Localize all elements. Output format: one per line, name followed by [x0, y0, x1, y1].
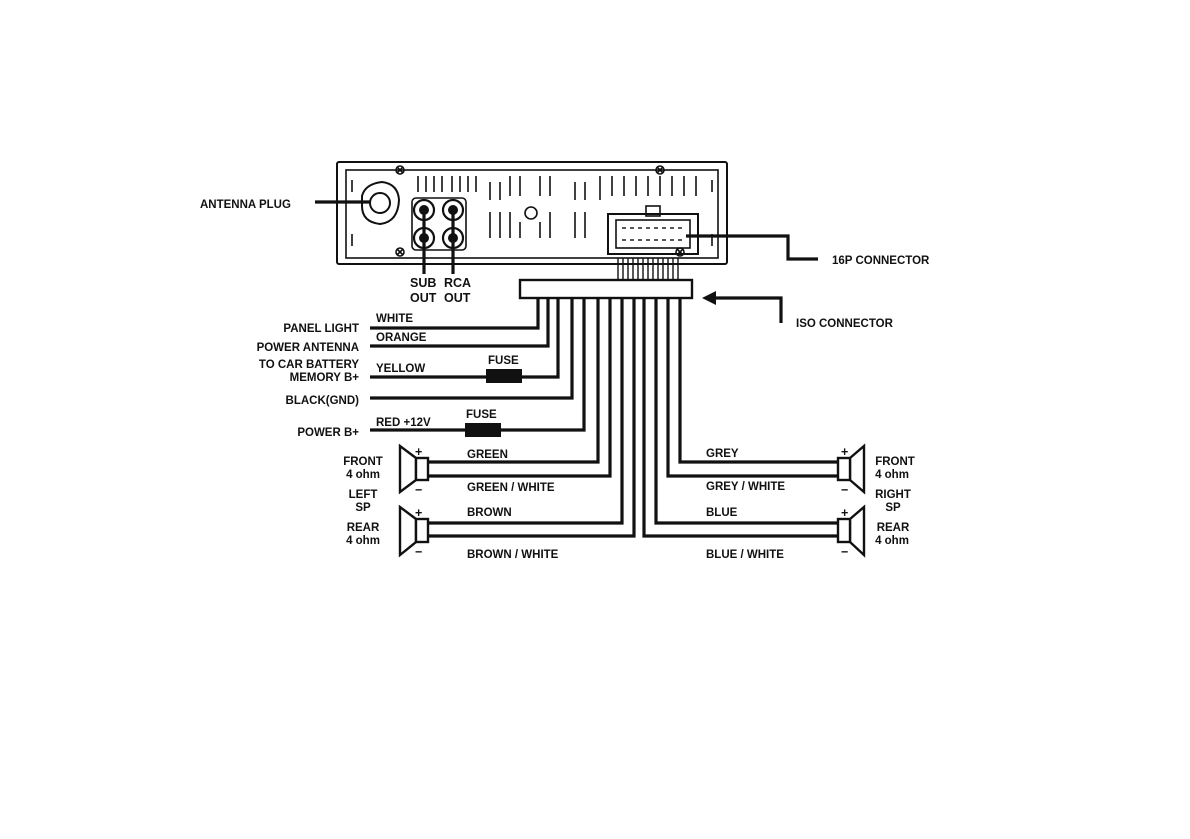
label-right-sp-2: SP [885, 502, 901, 514]
rca-jack-frame [411, 197, 467, 251]
speaker-magnet [836, 517, 852, 544]
wire-red [370, 298, 586, 432]
wire-label-brown-white: BROWN / WHITE [467, 549, 559, 561]
sub-out-label-bottom: OUT [410, 291, 437, 305]
label-rear-left-ohm: 4 ohm [346, 535, 380, 547]
wire-label-brown: BROWN [467, 507, 512, 519]
plus-icon: + [841, 506, 848, 520]
label-front-left-ohm: 4 ohm [346, 469, 380, 481]
wire-label-green-white: GREEN / WHITE [467, 482, 555, 494]
label-power-b: POWER B+ [297, 427, 359, 439]
rca-jack-pin [419, 205, 429, 215]
fuse-label-red: FUSE [466, 409, 497, 421]
wire-label-grey: GREY [706, 448, 739, 460]
16p-connector-leader [686, 234, 818, 261]
label-black-gnd: BLACK(GND) [286, 395, 360, 407]
sub-out-label-top: SUB [410, 276, 436, 290]
wire-label-white: WHITE [376, 313, 413, 325]
fuse-red [465, 423, 501, 437]
label-right-sp: RIGHT [875, 489, 911, 501]
wire-label-blue-white: BLUE / WHITE [706, 549, 784, 561]
speaker-magnet [414, 517, 430, 544]
wire-label-blue: BLUE [706, 507, 738, 519]
16p-socket-outer [607, 213, 699, 255]
rca-jack-pin [448, 205, 458, 215]
head-unit [336, 161, 728, 265]
speaker-magnet [414, 456, 430, 482]
speaker-icon [836, 504, 866, 558]
label-memory-b: MEMORY B+ [290, 372, 360, 384]
speaker-icon [836, 443, 866, 495]
head-unit-panel [345, 169, 719, 259]
minus-icon: − [415, 545, 422, 559]
wire-label-red: RED +12V [376, 417, 431, 429]
wire-brown [428, 298, 624, 525]
antenna-plug-label: ANTENNA PLUG [200, 199, 291, 211]
speaker-icon [398, 504, 430, 558]
label-front-right-ohm: 4 ohm [875, 469, 909, 481]
label-power-antenna: POWER ANTENNA [257, 342, 359, 354]
speaker-cone [398, 504, 418, 558]
wire-orange [370, 298, 550, 348]
wire-blue [654, 298, 840, 525]
plus-icon: + [415, 445, 422, 459]
speaker-magnet [836, 456, 852, 482]
label-panel-light: PANEL LIGHT [283, 323, 359, 335]
speaker-cone [398, 443, 418, 495]
label-rear-right: REAR [877, 522, 910, 534]
antenna-socket-housing [361, 180, 401, 226]
minus-icon: − [841, 545, 848, 559]
label-rear-right-ohm: 4 ohm [875, 535, 909, 547]
minus-icon: − [415, 483, 422, 497]
speaker-cone [848, 504, 866, 558]
antenna-plug-socket [369, 192, 391, 214]
label-left-sp: LEFT [349, 489, 378, 501]
iso-connector-label: ISO CONNECTOR [796, 318, 894, 330]
speaker-cone [848, 443, 866, 495]
wire-white [370, 298, 540, 330]
16p-connector-label: 16P CONNECTOR [832, 255, 930, 267]
plus-icon: + [841, 445, 848, 459]
iso-connector-pins [617, 258, 679, 280]
wire-yellow [370, 298, 560, 379]
wire-blue-white [642, 298, 840, 538]
wire-label-green: GREEN [467, 449, 508, 461]
heatsink-ribs [351, 176, 713, 246]
wire-label-yellow: YELLOW [376, 363, 425, 375]
wire-brown-white [428, 298, 636, 538]
iso-connector-body [518, 278, 694, 300]
iso-connector-arrow-icon [702, 291, 716, 305]
plus-icon: + [415, 506, 422, 520]
rca-out-label-top: RCA [444, 276, 471, 290]
label-front-right: FRONT [875, 456, 915, 468]
fuse-label-yellow: FUSE [488, 355, 519, 367]
rca-jacks [411, 197, 467, 251]
iso-connector-leader [710, 296, 783, 323]
wire-label-orange: ORANGE [376, 332, 427, 344]
rca-out-label-bottom: OUT [444, 291, 471, 305]
label-rear-left: REAR [347, 522, 380, 534]
label-front-left: FRONT [343, 456, 383, 468]
wire-grey [678, 298, 840, 464]
minus-icon: − [841, 483, 848, 497]
label-left-sp-2: SP [355, 502, 371, 514]
16p-connector-socket [607, 205, 699, 255]
wire-green-white [428, 298, 612, 478]
speaker-icon [398, 443, 430, 495]
16p-socket-key [645, 205, 661, 217]
wire-grey-white [666, 298, 840, 478]
wire-green [428, 298, 600, 464]
wire-black-gnd [370, 298, 574, 400]
label-to-car-battery: TO CAR BATTERY [259, 359, 359, 371]
16p-socket-inner [615, 219, 691, 249]
iso-connector [518, 258, 694, 300]
head-unit-body [336, 161, 728, 265]
wire-label-grey-white: GREY / WHITE [706, 481, 785, 493]
fuse-yellow [486, 369, 522, 383]
